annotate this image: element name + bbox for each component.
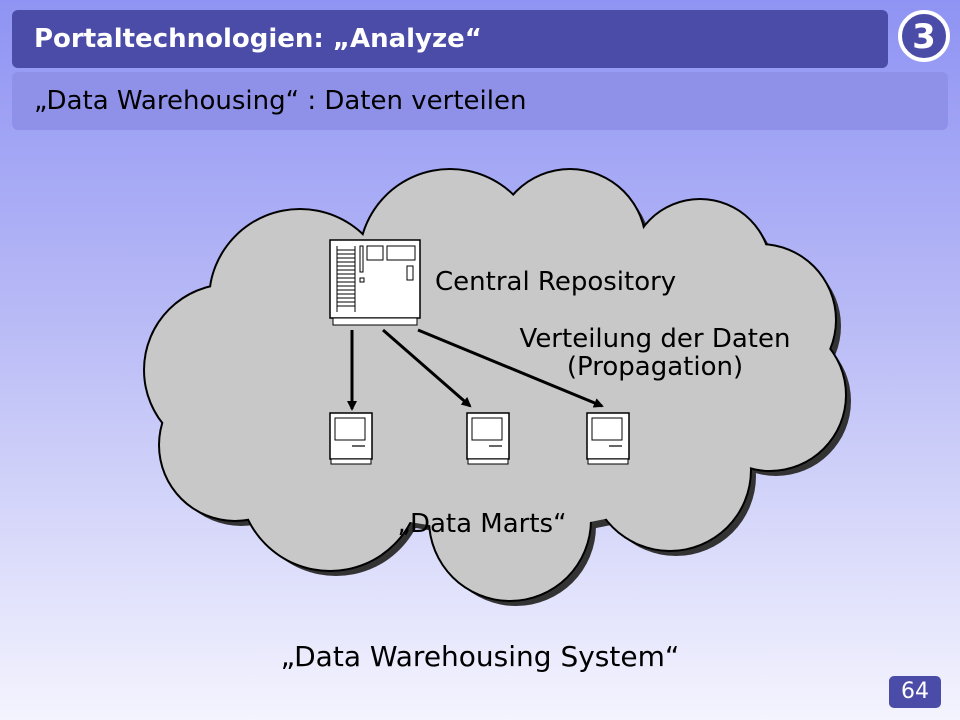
propagation-label-line1: Verteilung der Daten (520, 324, 791, 354)
data-mart-computer-icon (329, 412, 373, 465)
data-mart-computer-icon (466, 412, 510, 465)
page-number: 64 (889, 676, 941, 708)
data-mart-computer-icon (586, 412, 630, 465)
data-marts-label: „Data Marts“ (397, 509, 566, 539)
arrow-to-mart-3 (417, 328, 604, 408)
central-repository-label: Central Repository (435, 267, 676, 297)
title-bar: Portaltechnologien: „Analyze“ (12, 10, 888, 68)
system-caption: „Data Warehousing System“ (280, 640, 680, 673)
propagation-label-line2: (Propagation) (567, 352, 743, 382)
chapter-number: 3 (912, 17, 936, 57)
slide-subtitle: „Data Warehousing“ : Daten verteilen (34, 86, 527, 116)
arrow-to-mart-2 (382, 328, 472, 408)
server-icon (329, 239, 421, 326)
chapter-badge: 3 (898, 10, 950, 62)
slide-title: Portaltechnologien: „Analyze“ (34, 24, 482, 54)
subtitle-bar: „Data Warehousing“ : Daten verteilen (12, 72, 948, 130)
